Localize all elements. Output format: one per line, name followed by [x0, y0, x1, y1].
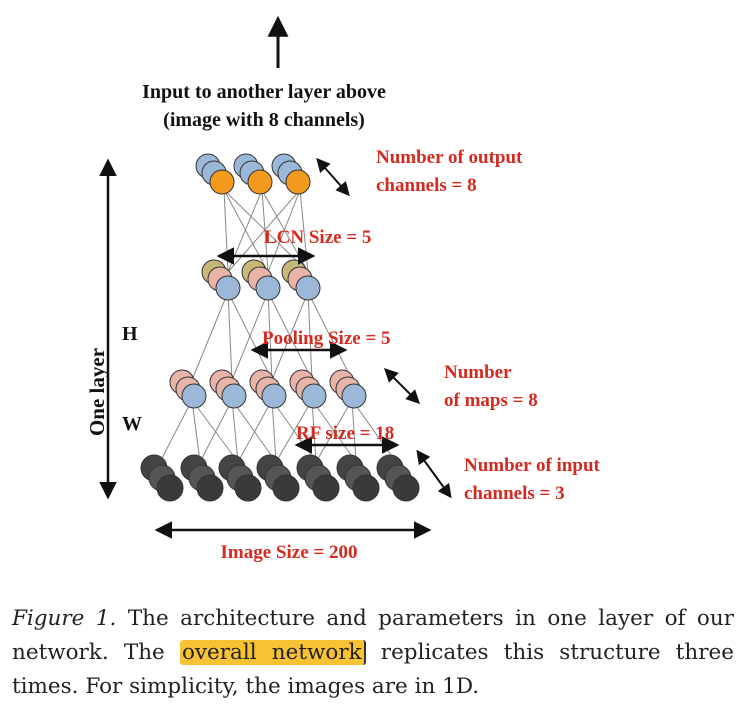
architecture-figure: Input to another layer above (image with… [85, 15, 601, 563]
caption-highlight[interactable]: overall network [179, 640, 366, 665]
input-neuron-layer [140, 454, 420, 502]
connection-line [271, 399, 277, 463]
one-layer-label: One layer [85, 348, 109, 436]
connection-line [231, 399, 277, 463]
output-channels-arrow-icon [316, 157, 350, 197]
figure-caption: Figure 1. The architecture and parameter… [12, 602, 734, 704]
output-neuron [209, 169, 235, 195]
connection-line [199, 399, 233, 463]
input-neuron [234, 474, 262, 502]
input-neuron [156, 474, 184, 502]
connection-line [267, 291, 273, 381]
connection-line [231, 291, 269, 381]
w-label: W [122, 413, 142, 435]
connection-line [231, 399, 239, 463]
input-neuron [196, 474, 224, 502]
h-label: H [122, 323, 138, 345]
map-neuron [301, 383, 327, 409]
output-channels-line2: channels = 8 [376, 175, 477, 196]
top-caption-line2: (image with 8 channels) [163, 109, 365, 131]
input-neuron [272, 474, 300, 502]
top-caption-line1: Input to another layer above [142, 81, 386, 103]
pool-neuron [295, 275, 321, 301]
output-neuron [247, 169, 273, 195]
pool-neuron [215, 275, 241, 301]
pool-neuron [255, 275, 281, 301]
lcn-size-label: LCN Size = 5 [264, 227, 371, 248]
pooling-neuron-layer [201, 259, 321, 301]
connection-line [223, 189, 229, 273]
connection-line [307, 291, 313, 381]
input-channels-line2: channels = 3 [464, 483, 565, 504]
connection-line [271, 291, 309, 381]
input-neuron [312, 474, 340, 502]
connection-line [227, 291, 233, 381]
input-neuron [392, 474, 420, 502]
maps-neuron-layer [169, 369, 367, 409]
connection-line [191, 291, 229, 381]
map-neuron [181, 383, 207, 409]
pooling-size-label: Pooling Size = 5 [262, 328, 391, 349]
connection-line [159, 399, 193, 463]
maps-line2: of maps = 8 [444, 390, 538, 411]
output-channels-line1: Number of output [376, 147, 523, 168]
map-neuron [261, 383, 287, 409]
output-neuron [285, 169, 311, 195]
map-neuron [221, 383, 247, 409]
map-neuron [341, 383, 367, 409]
input-neuron [352, 474, 380, 502]
maps-line1: Number [444, 362, 512, 383]
image-size-label: Image Size = 200 [221, 542, 358, 563]
maps-arrow-icon [384, 368, 420, 404]
connection-line [227, 189, 263, 273]
figure-label: Figure 1. [12, 606, 117, 631]
caption-text-part2: replicates this structure three times. F… [12, 640, 734, 699]
connection-line [307, 291, 353, 381]
rf-size-label: RF size = 18 [296, 423, 394, 444]
input-channels-arrow-icon [416, 449, 452, 499]
output-neuron-layer [195, 153, 311, 195]
connection-line [237, 399, 273, 463]
caption-text-part1: The architecture and parameters in one l… [12, 606, 734, 665]
connection-line [191, 399, 239, 463]
connection-line [223, 189, 269, 273]
connection-line [275, 399, 313, 463]
connection-line [191, 399, 201, 463]
input-channels-line1: Number of input [464, 455, 601, 476]
